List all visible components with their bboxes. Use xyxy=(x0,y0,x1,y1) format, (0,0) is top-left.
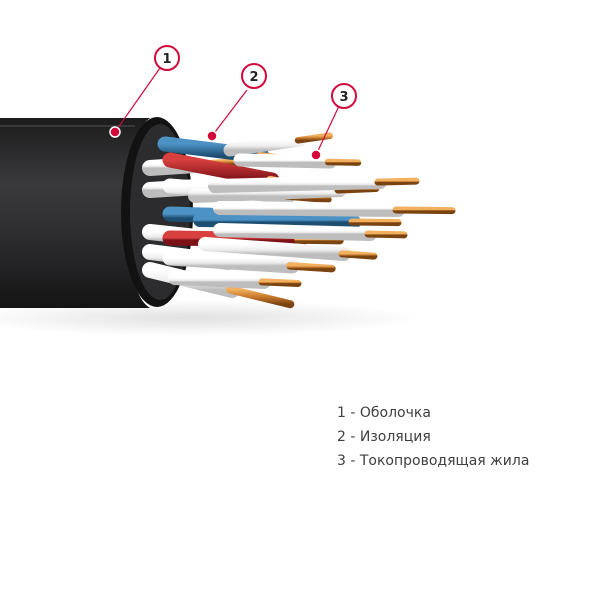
copper-conductor-15 xyxy=(258,278,302,288)
wire-insulation-13 xyxy=(162,230,308,248)
wire-insulation-18 xyxy=(193,213,361,229)
wire-insulation-24 xyxy=(233,153,337,169)
wire-insulation-15 xyxy=(168,271,271,289)
legend-item-sheath: 1 - Оболочка xyxy=(337,405,431,421)
callout-anchor-2 xyxy=(206,130,218,142)
callout-1-number: 1 xyxy=(162,52,171,67)
copper-conductor-19 xyxy=(338,250,378,260)
wire-insulation-19 xyxy=(198,237,351,261)
copper-conductor-20 xyxy=(374,177,420,186)
legend-item-insulation: 2 - Изоляция xyxy=(337,429,431,445)
legend-item-conductor: 3 - Токопроводящая жила xyxy=(337,453,530,469)
copper-conductor-22 xyxy=(364,230,408,239)
copper-conductor-13 xyxy=(294,236,344,245)
callout-anchor-1 xyxy=(109,126,121,138)
callout-anchors xyxy=(109,126,322,161)
wire-insulation-22 xyxy=(213,223,377,241)
callout-3-number: 3 xyxy=(339,90,348,105)
callout-3: 3 xyxy=(331,83,357,109)
callout-2-number: 2 xyxy=(249,70,258,85)
wire-insulation-21 xyxy=(213,201,405,217)
legend: 1 - Оболочка 2 - Изоляция 3 - Токопровод… xyxy=(337,401,529,473)
wire-insulation-23 xyxy=(223,133,307,157)
callout-anchor-3 xyxy=(310,149,322,161)
callout-2: 2 xyxy=(241,63,267,89)
wire-insulation-17 xyxy=(188,183,347,203)
copper-conductor-18 xyxy=(348,218,402,227)
copper-conductor-21 xyxy=(392,206,456,215)
copper-conductor-1 xyxy=(226,285,295,309)
insulated-conductors xyxy=(142,128,456,309)
wire-insulation-14 xyxy=(162,250,300,274)
cable-shadow xyxy=(0,300,420,336)
copper-conductor-24 xyxy=(324,158,362,166)
wire-insulation-20 xyxy=(208,175,387,193)
callout-lines xyxy=(114,67,340,156)
copper-conductor-14 xyxy=(286,262,336,273)
callout-1: 1 xyxy=(154,45,180,71)
